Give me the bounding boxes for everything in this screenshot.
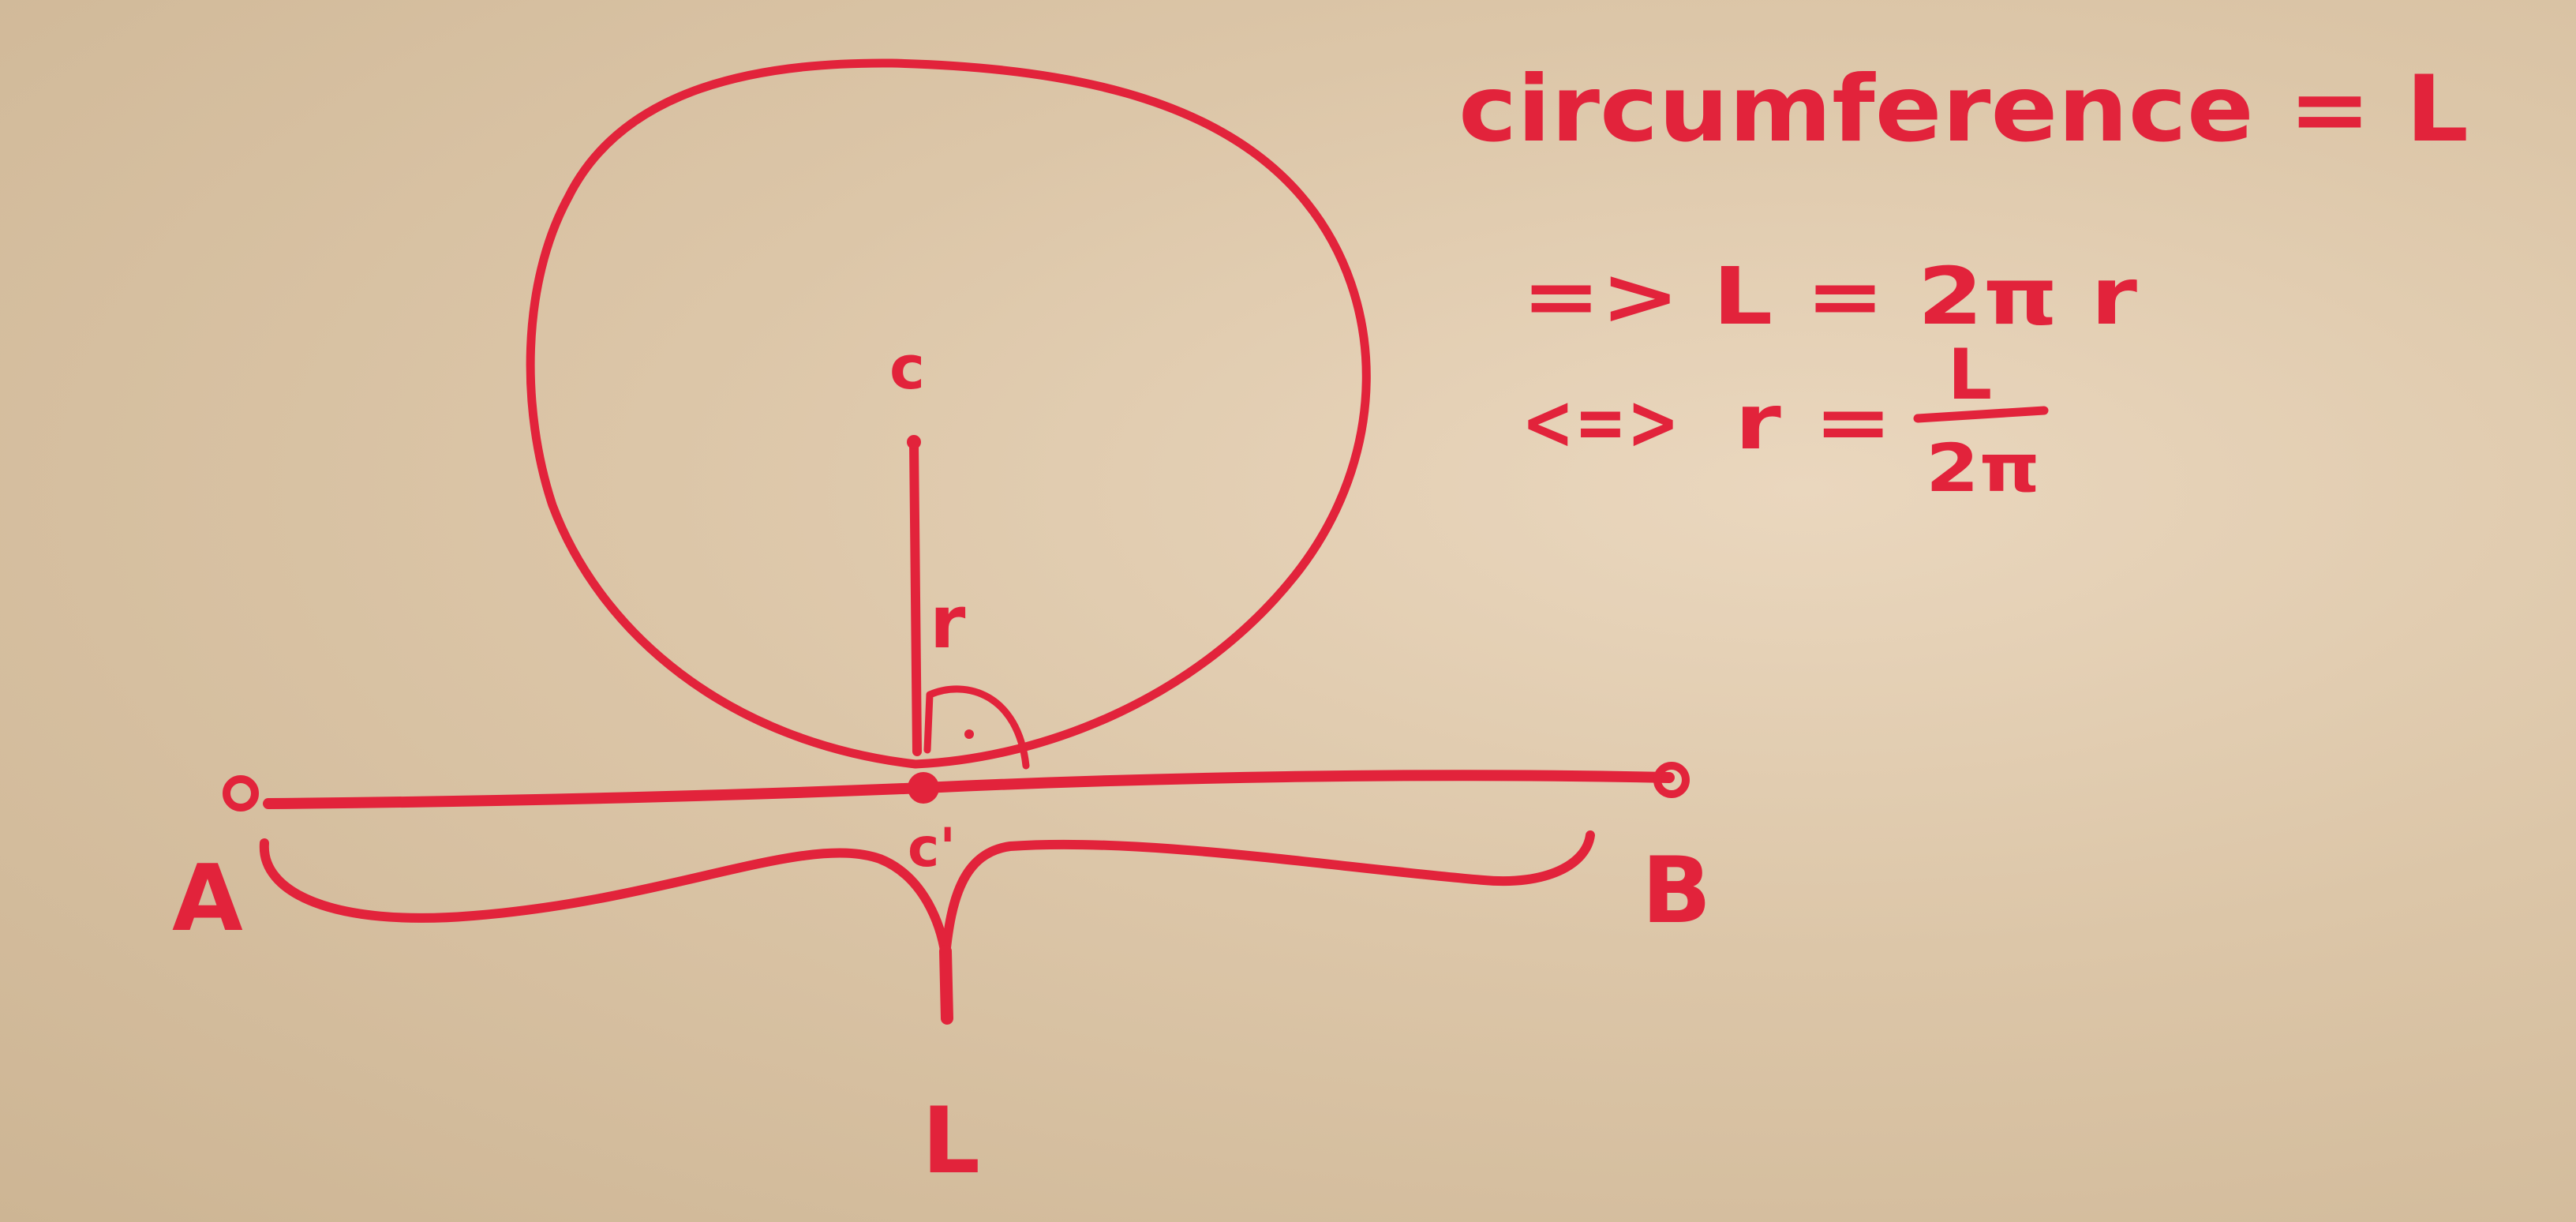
center-point bbox=[907, 435, 921, 449]
circle bbox=[526, 58, 1371, 769]
tangent-line-ab bbox=[263, 770, 1675, 809]
tangent-point-marker bbox=[908, 772, 939, 804]
equivalence-symbol: <=> bbox=[1522, 378, 1679, 467]
equation-r-lhs: r = bbox=[1735, 378, 1893, 467]
length-label: L bbox=[922, 1088, 980, 1194]
radius-label: r bbox=[930, 580, 966, 665]
fraction-bar bbox=[1913, 406, 2049, 423]
point-a-label: A bbox=[172, 845, 243, 952]
radius-line bbox=[909, 437, 922, 756]
equation-circumference: circumference = L bbox=[1458, 56, 2469, 163]
point-b-marker bbox=[1653, 762, 1690, 798]
point-b-label: B bbox=[1642, 838, 1711, 944]
tangent-point-label: c' bbox=[908, 817, 956, 879]
center-label: c bbox=[889, 332, 925, 403]
right-angle-dot bbox=[964, 729, 974, 739]
point-a-marker bbox=[223, 775, 259, 812]
brace-tip bbox=[939, 945, 953, 1025]
fraction-denominator: 2π bbox=[1926, 429, 2040, 507]
right-angle-marker bbox=[923, 685, 1030, 770]
fraction-numerator: L bbox=[1948, 334, 1992, 415]
equation-l-equals-2pi-r: => L = 2π r bbox=[1522, 250, 2138, 343]
